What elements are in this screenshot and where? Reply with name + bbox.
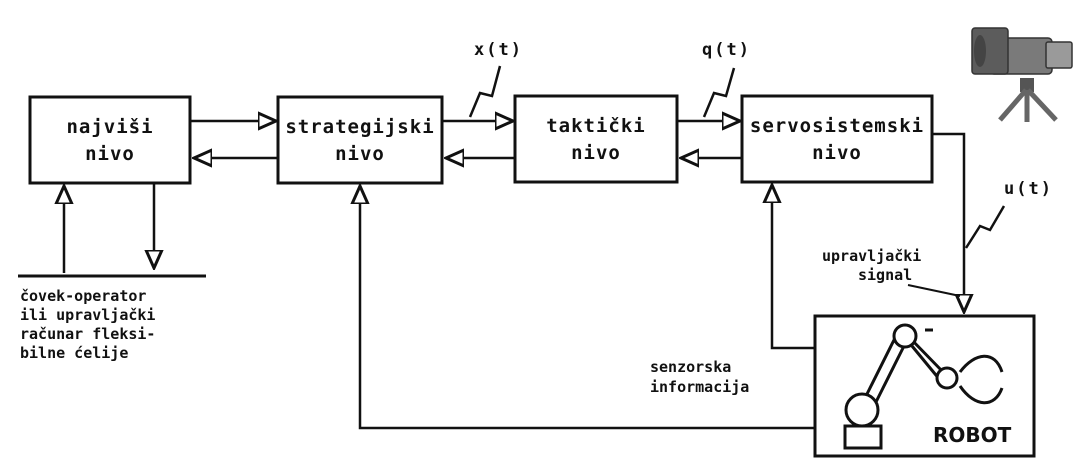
block-najvisi-line2: nivo — [85, 143, 135, 165]
signal-x-label: x(t) — [474, 40, 523, 60]
control-signal-line — [932, 134, 964, 312]
signal-u-label: u(t) — [1004, 179, 1053, 199]
signal-x-squiggle — [470, 66, 500, 117]
block-takticki-line2: nivo — [571, 142, 621, 164]
operator-connections — [18, 183, 206, 276]
block-servosistemski-nivo: servosistemski nivo — [742, 96, 932, 182]
signal-q-label: q(t) — [702, 40, 751, 60]
operator-line-4: bilne ćelije — [20, 344, 128, 362]
senzorska-label-1: senzorska — [650, 358, 731, 376]
signal-q-squiggle — [704, 68, 734, 117]
block-servosistemski-line1: servosistemski — [750, 115, 924, 137]
block-najvisi-nivo: najviši nivo — [30, 97, 190, 183]
senzorska-label-2: informacija — [650, 378, 749, 396]
upravljacki-label-1: upravljački — [822, 247, 921, 265]
block-najvisi-line1: najviši — [66, 116, 153, 138]
block-servosistemski-line2: nivo — [812, 142, 862, 164]
operator-line-3: računar fleksi- — [20, 325, 155, 343]
sensor-information-feedback — [772, 185, 815, 348]
block-takticki-nivo: taktički nivo — [515, 96, 677, 182]
block-strategijski-line2: nivo — [335, 143, 385, 165]
operator-line-1: čovek-operator — [20, 287, 146, 305]
robot-label: ROBOT — [933, 423, 1012, 447]
block-takticki-line1: taktički — [546, 115, 646, 137]
operator-text: čovek-operator ili upravljački računar f… — [20, 287, 155, 362]
upravljacki-label-2: signal — [858, 266, 912, 284]
block-strategijski-line1: strategijski — [285, 116, 434, 138]
robot-block: ROBOT — [815, 316, 1034, 456]
signal-u-squiggle — [966, 206, 1004, 248]
video-camera-on-tripod-icon — [972, 28, 1072, 122]
operator-line-2: ili upravljački — [20, 306, 155, 324]
block-strategijski-nivo: strategijski nivo — [278, 97, 442, 183]
